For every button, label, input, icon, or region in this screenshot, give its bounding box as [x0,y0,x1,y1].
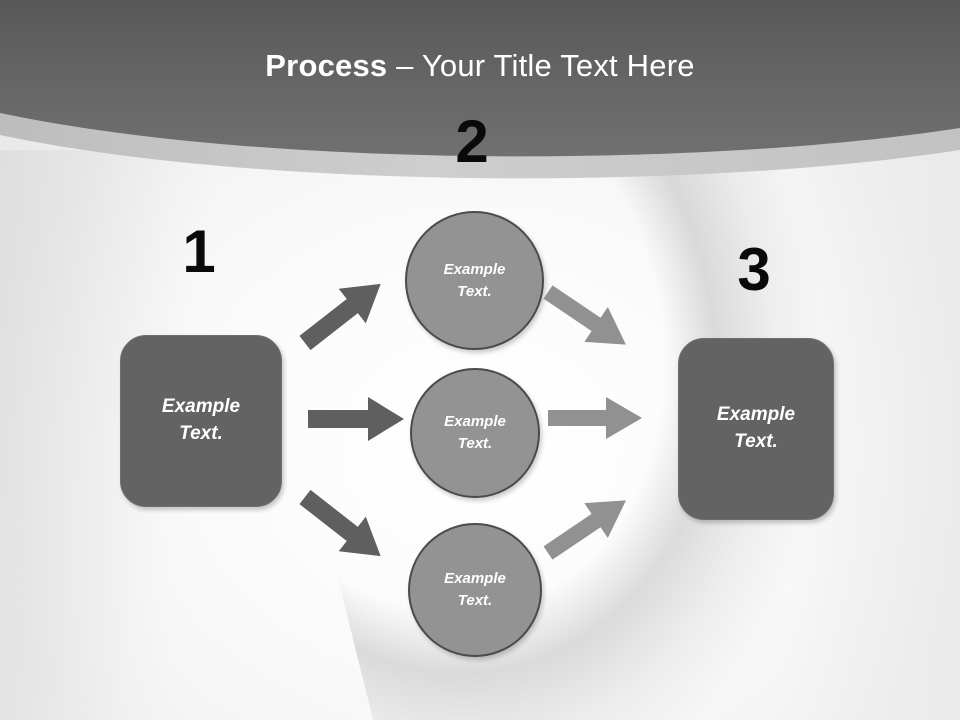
process-circle-bottom-label: Example Text. [444,570,506,609]
page-title-rest: Your Title Text Here [421,48,695,83]
process-circle-middle[interactable]: Example Text. [410,368,540,498]
step-number-1: 1 [182,218,216,285]
process-box-output-label: Example Text. [716,404,796,452]
process-circle-top[interactable]: Example Text. [405,211,544,350]
process-circle-middle-label: Example Text. [444,413,506,452]
process-circle-top-label: Example Text. [443,260,506,300]
process-box-input[interactable]: Example Text. [120,335,282,507]
process-box-input-label: Example Text. [161,396,241,444]
process-box-output[interactable]: Example Text. [678,338,834,520]
step-number-2: 2 [455,108,489,175]
page-title: Process – Your Title Text Here [0,50,960,81]
page-title-separator: – [387,48,422,83]
page-title-bold: Process [265,48,388,83]
process-circle-bottom[interactable]: Example Text. [408,523,542,657]
step-number-3: 3 [737,236,771,303]
